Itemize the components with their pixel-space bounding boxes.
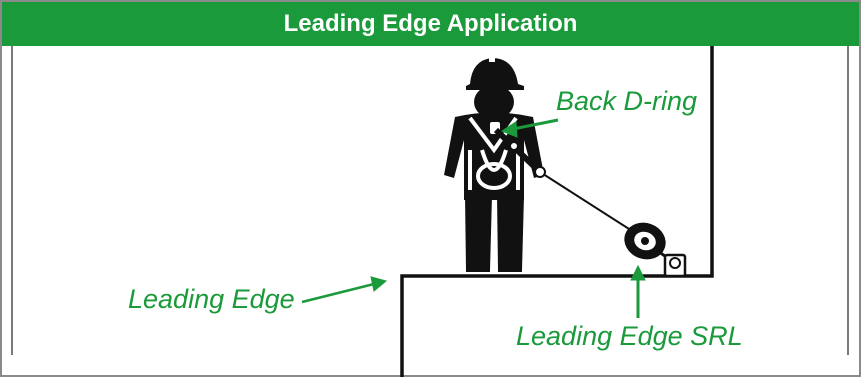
self-retracting-lifeline-icon xyxy=(624,222,687,278)
arrow-leading-edge xyxy=(301,276,388,304)
page-title: Leading Edge Application xyxy=(2,2,859,46)
back-dring-label: Back D-ring xyxy=(556,86,698,116)
leading-edge-label: Leading Edge xyxy=(128,284,295,314)
ledge-outline xyxy=(400,46,714,377)
arrow-back-dring xyxy=(500,118,559,138)
lanyard-line xyxy=(493,127,641,237)
leading-edge-srl-label: Leading Edge SRL xyxy=(516,321,743,351)
worker-with-harness-icon xyxy=(444,58,544,272)
arrow-srl xyxy=(630,264,646,318)
